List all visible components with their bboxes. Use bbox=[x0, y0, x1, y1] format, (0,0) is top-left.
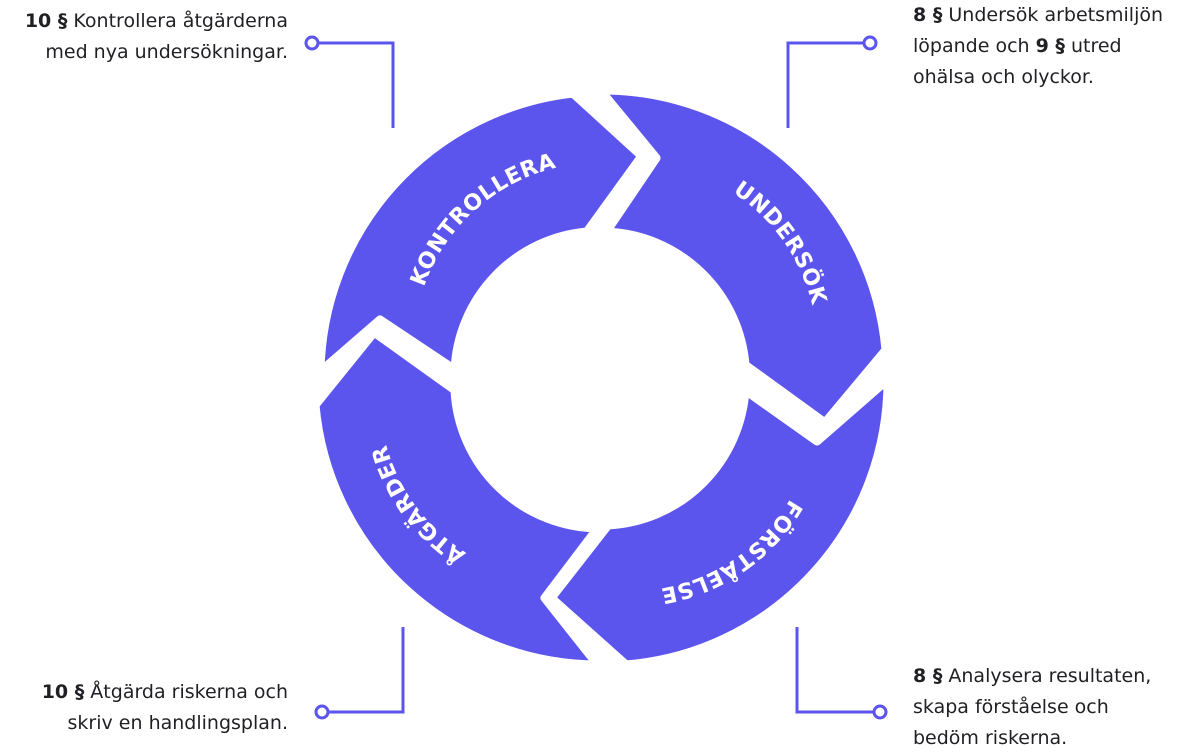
note-bottom-right: 8 § Analysera resultaten, skapa förståel… bbox=[913, 661, 1192, 754]
note-bottom-right-section: 8 § bbox=[913, 665, 943, 687]
connector-bottom-left bbox=[314, 627, 405, 720]
connector-bottom-right bbox=[795, 627, 888, 720]
note-bottom-left-section: 10 § bbox=[41, 681, 85, 703]
note-top-right-text-2a: löpande och bbox=[913, 35, 1036, 57]
note-bottom-left: 10 § Åtgärda riskerna och skriv en handl… bbox=[0, 677, 288, 739]
note-bottom-right-text-2: skapa förståelse och bbox=[913, 696, 1109, 718]
segment-kontrollera bbox=[315, 88, 647, 377]
connector-top-right bbox=[786, 35, 878, 128]
note-bottom-right-text-3: bedöm riskerna. bbox=[913, 727, 1068, 749]
segment-forstaelse bbox=[546, 374, 893, 670]
note-top-right-section-9: 9 § bbox=[1035, 35, 1065, 57]
note-top-left-text-2: med nya undersökningar. bbox=[45, 41, 288, 63]
note-bottom-left-text-1: Åtgärda riskerna och bbox=[84, 681, 288, 703]
note-top-left-section: 10 § bbox=[24, 10, 68, 32]
note-top-left: 10 § Kontrollera åtgärderna med nya unde… bbox=[0, 6, 288, 68]
segment-atgarder bbox=[310, 327, 603, 670]
note-bottom-left-text-2: skriv en handlingsplan. bbox=[67, 712, 288, 734]
note-top-right-text-2b: utred bbox=[1064, 35, 1122, 57]
note-top-right: 8 § Undersök arbetsmiljön löpande och 9 … bbox=[913, 0, 1192, 93]
note-bottom-right-text-1: Analysera resultaten, bbox=[942, 665, 1152, 687]
note-top-left-text-1: Kontrollera åtgärderna bbox=[67, 10, 288, 32]
note-top-right-text-3: ohälsa och olyckor. bbox=[913, 66, 1094, 88]
note-top-right-section-8: 8 § bbox=[913, 4, 943, 26]
connector-top-left bbox=[304, 35, 395, 128]
segment-undersok bbox=[595, 85, 891, 428]
note-top-right-text-1: Undersök arbetsmiljön bbox=[942, 4, 1164, 26]
